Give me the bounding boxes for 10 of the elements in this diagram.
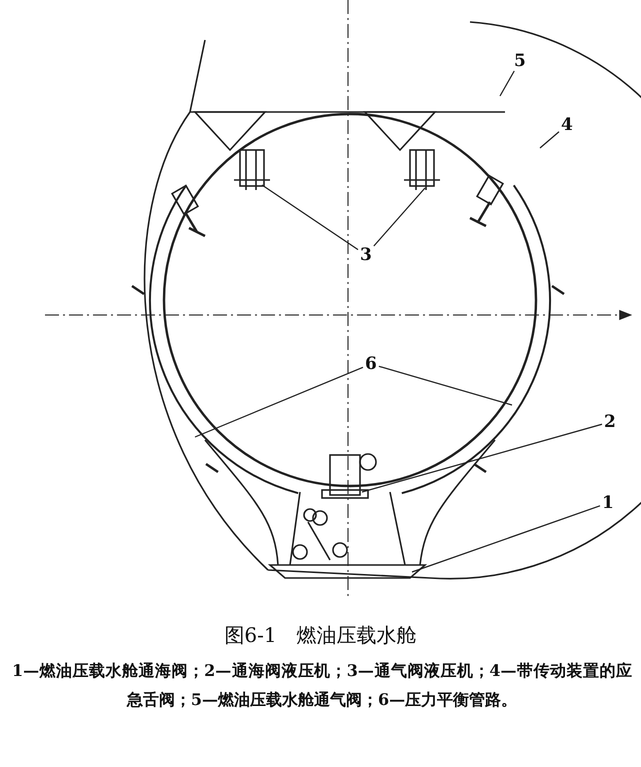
leader-line	[362, 424, 602, 493]
leader-line	[194, 366, 364, 438]
leader-line	[373, 188, 426, 246]
leader-line	[412, 505, 600, 573]
figure-caption: 图6-1 燃油压载水舱	[223, 622, 418, 648]
legend-text: 1—燃油压载水舱通海阀；2—通海阀液压机；3—通气阀液压机；4—带传动装置的应急舌阀；5—燃油压载水舱通气阀；6—压力平衡管路。	[12, 660, 632, 711]
leader-line	[499, 70, 515, 96]
leader-line	[262, 184, 358, 250]
leader-line	[540, 131, 560, 148]
leader-line	[378, 366, 512, 406]
